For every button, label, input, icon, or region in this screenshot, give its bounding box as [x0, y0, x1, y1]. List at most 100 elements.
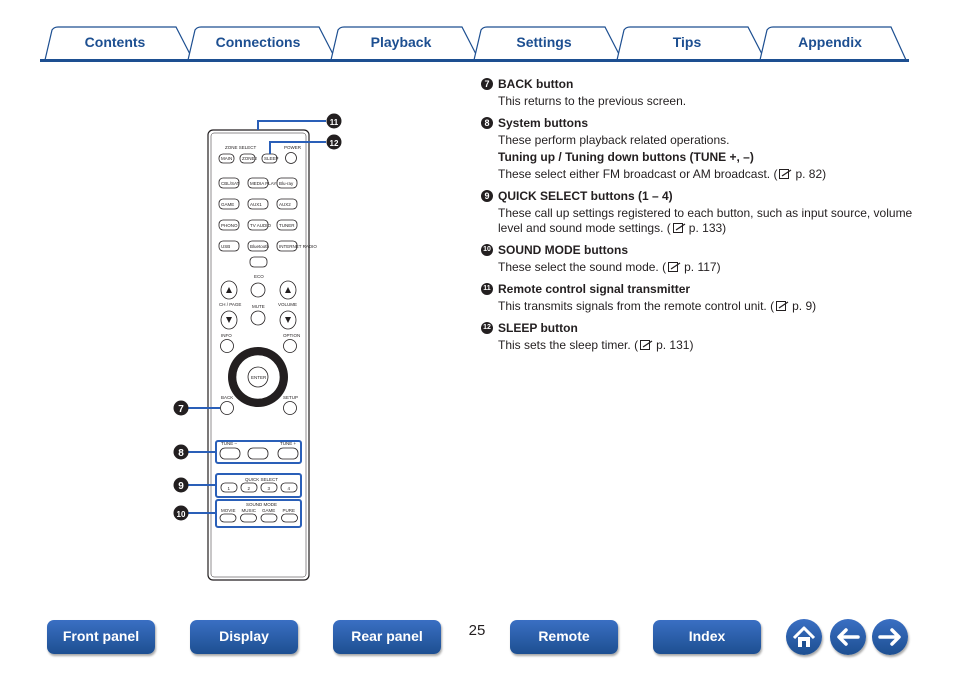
sound-mode-button	[260, 513, 278, 523]
quick-select-button	[280, 482, 298, 493]
home-button[interactable]	[786, 619, 822, 655]
page-ref-link[interactable]: p. 117	[684, 260, 717, 274]
sound-mode-label: GAME	[262, 508, 275, 513]
quick-select-button	[220, 482, 238, 493]
svg-text:12: 12	[330, 139, 339, 148]
label-power: POWER	[284, 145, 302, 150]
label-eco: ECO	[254, 274, 264, 279]
tune-minus-button	[219, 447, 241, 460]
remote-button[interactable]: Remote	[510, 620, 618, 654]
source-button	[247, 240, 269, 252]
callout-11: 11	[326, 113, 342, 129]
sound-mode-label: MOVIE	[221, 508, 236, 513]
index-button[interactable]: Index	[653, 620, 761, 654]
tab-connections[interactable]: Connections	[215, 34, 301, 50]
setup-button	[283, 401, 297, 415]
svg-text:8: 8	[178, 448, 184, 459]
label-ch-page: CH / PAGE	[219, 302, 241, 307]
sound-mode-button	[281, 513, 298, 523]
back-page-button[interactable]	[830, 619, 866, 655]
tab-appendix[interactable]: Appendix	[798, 34, 862, 50]
page-ref-link[interactable]: p. 131	[656, 338, 690, 352]
tab-outlines	[40, 26, 909, 62]
source-label: GAME	[221, 202, 234, 207]
source-label: AUX2	[279, 202, 291, 207]
item-desc: These select the sound mode.	[498, 260, 659, 274]
label-setup: SETUP	[283, 395, 298, 400]
front-panel-button[interactable]: Front panel	[47, 620, 155, 654]
display-button[interactable]: Display	[190, 620, 298, 654]
arrow-left-icon	[837, 628, 860, 646]
info-button	[220, 339, 234, 353]
home-icon	[792, 626, 816, 647]
page-ref-icon	[779, 169, 792, 179]
label-main: MAIN	[221, 156, 232, 161]
svg-text:11: 11	[330, 118, 339, 127]
item-subdesc: These select either FM broadcast or AM b…	[498, 167, 771, 181]
tab-settings[interactable]: Settings	[516, 34, 572, 50]
item-desc: This transmits signals from the remote c…	[498, 299, 767, 313]
label-tune-minus: TUNE –	[221, 441, 238, 446]
page-ref-link[interactable]: p. 82	[795, 167, 823, 181]
label-enter: ENTER	[251, 375, 267, 380]
source-button	[218, 177, 240, 189]
source-label: Bluetooth	[250, 244, 270, 249]
item-desc: These call up settings registered to eac…	[498, 206, 913, 235]
power-button	[285, 152, 297, 164]
label-option: OPTION	[283, 333, 300, 338]
label-sound-mode: SOUND MODE	[246, 502, 277, 507]
quick-select-label: 4	[288, 486, 291, 491]
item-title: BACK button	[498, 76, 574, 91]
svg-text:10: 10	[177, 510, 186, 519]
item-sound-mode: 10 SOUND MODE buttons These select the so…	[481, 242, 921, 275]
source-label: TUNER	[279, 223, 295, 228]
source-button	[276, 240, 298, 252]
item-title: SOUND MODE buttons	[498, 242, 628, 257]
source-label: TV AUDIO	[250, 223, 272, 228]
quick-select-label: 3	[268, 486, 271, 491]
item-number: 10	[481, 244, 493, 256]
source-button	[247, 219, 269, 231]
tab-playback[interactable]: Playback	[370, 34, 432, 50]
page-ref-link[interactable]: p. 9	[792, 299, 813, 313]
rear-panel-button[interactable]: Rear panel	[333, 620, 441, 654]
mute-button	[250, 310, 266, 326]
label-zone-select: ZONE SELECT	[225, 145, 257, 150]
source-label: AUX1	[250, 202, 262, 207]
source-label: Blu-ray	[279, 181, 294, 186]
label-back: BACK	[221, 395, 233, 400]
label-volume: VOLUME	[278, 302, 297, 307]
page-ref-icon	[672, 223, 686, 233]
svg-text:7: 7	[178, 404, 184, 415]
callout-9: 9	[173, 477, 189, 493]
sound-mode-label: MUSIC	[242, 508, 257, 513]
tab-tips[interactable]: Tips	[672, 34, 702, 50]
source-button	[247, 198, 269, 210]
source-label: USB	[221, 244, 230, 249]
callout-7: 7	[173, 400, 189, 416]
label-quick-select: QUICK SELECT	[245, 477, 278, 482]
callout-10: 10	[173, 505, 189, 521]
item-number: 9	[481, 190, 493, 202]
label-zone2: ZONE2	[242, 156, 258, 161]
forward-page-button[interactable]	[872, 619, 908, 655]
quick-select-button	[260, 482, 278, 493]
source-button	[276, 198, 298, 210]
label-tune-plus: TUNE +	[280, 441, 297, 446]
sound-mode-label: PURE	[283, 508, 296, 513]
back-button	[220, 401, 234, 415]
page-ref-icon	[640, 340, 653, 350]
top-tab-bar: Contents Connections Playback Settings T…	[0, 0, 954, 64]
page-ref-link[interactable]: p. 133	[688, 221, 723, 235]
option-button	[283, 339, 297, 353]
sound-mode-button	[219, 513, 237, 523]
item-number: 11	[481, 283, 493, 295]
tab-contents[interactable]: Contents	[84, 34, 146, 50]
main-button	[218, 153, 235, 164]
